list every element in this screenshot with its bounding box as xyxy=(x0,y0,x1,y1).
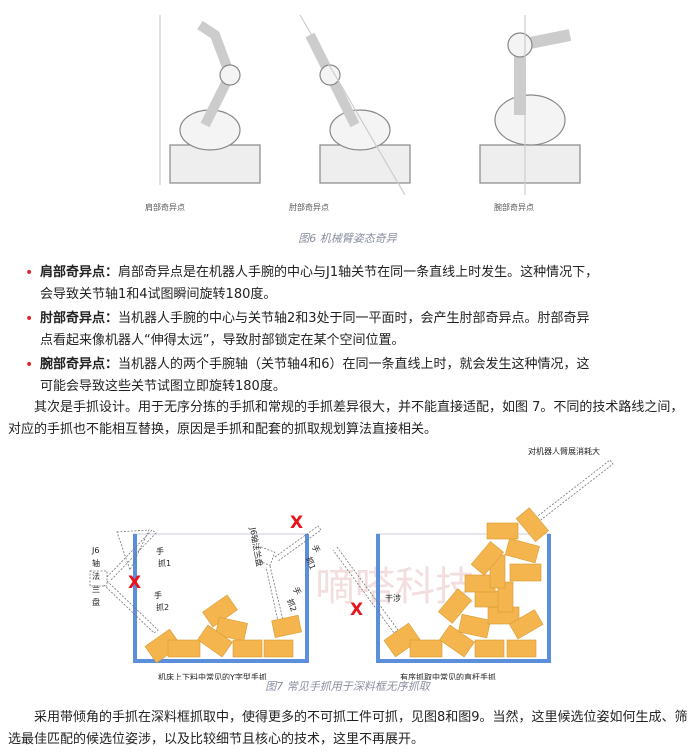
figure-label-shoulder: 肩部奇异点 xyxy=(145,203,185,212)
bullet-icon: • xyxy=(25,265,34,281)
item-title: 肩部奇异点： xyxy=(40,265,119,280)
item-text: 肩部奇异点是在机器人手腕的中心与J1轴关节在同一条直线上时发生。这种情况下，会导… xyxy=(40,265,599,302)
figure-label-elbow: 肘部奇异点 xyxy=(289,203,329,212)
y-gripper-left xyxy=(89,529,159,634)
diagram-label: 盘 xyxy=(92,597,100,607)
figure-label-wrist: 腕部奇异点 xyxy=(494,203,534,212)
item-text: 当机器人的两个手腕轴（关节轴4和6）在同一条直线上时，就会发生这种情况，这可能会… xyxy=(40,357,590,394)
figure6-caption: 图6 机械臂姿态奇异 xyxy=(298,232,397,245)
diagram-label: 抓2 xyxy=(285,597,299,613)
diagram-label: 手 xyxy=(156,546,164,556)
robot-elbow xyxy=(299,14,411,195)
interference-label: 干涉 xyxy=(385,593,401,603)
bin-left xyxy=(133,534,309,663)
paragraph-tilted-gripper: 采用带倾角的手抓在深料框抓取中，使得更多的不可抓工件可抓，见图8和图9。当然，这… xyxy=(8,710,688,747)
diagram-label: 抓2 xyxy=(156,602,169,612)
diagram-label: 手 xyxy=(310,543,322,554)
singularity-list: • 肩部奇异点：肩部奇异点是在机器人手腕的中心与J1轴关节在同一条直线上时发生。这… xyxy=(22,262,602,400)
x-mark: X xyxy=(290,513,303,533)
diagram-label: 抓1 xyxy=(304,555,318,571)
bin-right xyxy=(376,534,551,663)
x-mark: X xyxy=(350,600,363,620)
arm-note: 对机器人臂展消耗大 xyxy=(528,446,600,456)
list-item: • 肘部奇异点：当机器人手腕的中心与关节轴2和3处于同一平面时，会产生肘部奇异点。… xyxy=(22,308,602,352)
list-item: • 腕部奇异点：当机器人的两个手腕轴（关节轴4和6）在同一条直线上时，就会发生这种… xyxy=(22,354,602,398)
diagram-label: 法 xyxy=(92,571,100,581)
diagram-label: J6 xyxy=(91,546,99,555)
bullet-icon: • xyxy=(25,311,34,327)
figure7-caption: 图7 常见手抓用于深料框无序抓取 xyxy=(265,680,430,693)
left-diagram-label: 机床上下料中常见的Y字型手抓 xyxy=(158,672,267,680)
diagram-label: 轴 xyxy=(92,558,100,568)
diagram-label: 兰 xyxy=(92,584,100,594)
item-title: 腕部奇异点： xyxy=(40,357,119,372)
workpieces xyxy=(144,507,549,664)
diagram-label: 手 xyxy=(291,585,303,596)
x-mark: X xyxy=(128,573,141,593)
straight-gripper xyxy=(332,459,614,634)
robot-wrist xyxy=(479,15,581,195)
robot-singularity-illustration xyxy=(159,14,581,195)
diagram-label: J6轴法兰盘 xyxy=(248,526,265,568)
item-text: 当机器人手腕的中心与关节轴2和3处于同一平面时，会产生肘部奇异点。肘部奇异点看起… xyxy=(40,311,590,348)
robot-shoulder xyxy=(159,15,261,185)
diagram-label: 抓1 xyxy=(158,558,171,568)
item-title: 肘部奇异点： xyxy=(40,311,119,326)
right-diagram-label: 有序抓取中常见的直杆手抓 xyxy=(400,672,496,680)
paragraph-gripper-design: 其次是手抓设计。用于无序分拣的手抓和常规的手抓差异很大，并不能直接适配，如图 7… xyxy=(8,400,684,437)
diagram-label: 手 xyxy=(154,590,162,600)
bullet-icon: • xyxy=(25,357,34,373)
gripper-diagram: 嘀嗒科技 xyxy=(89,446,614,680)
list-item: • 肩部奇异点：肩部奇异点是在机器人手腕的中心与J1轴关节在同一条直线上时发生。这… xyxy=(22,262,602,306)
